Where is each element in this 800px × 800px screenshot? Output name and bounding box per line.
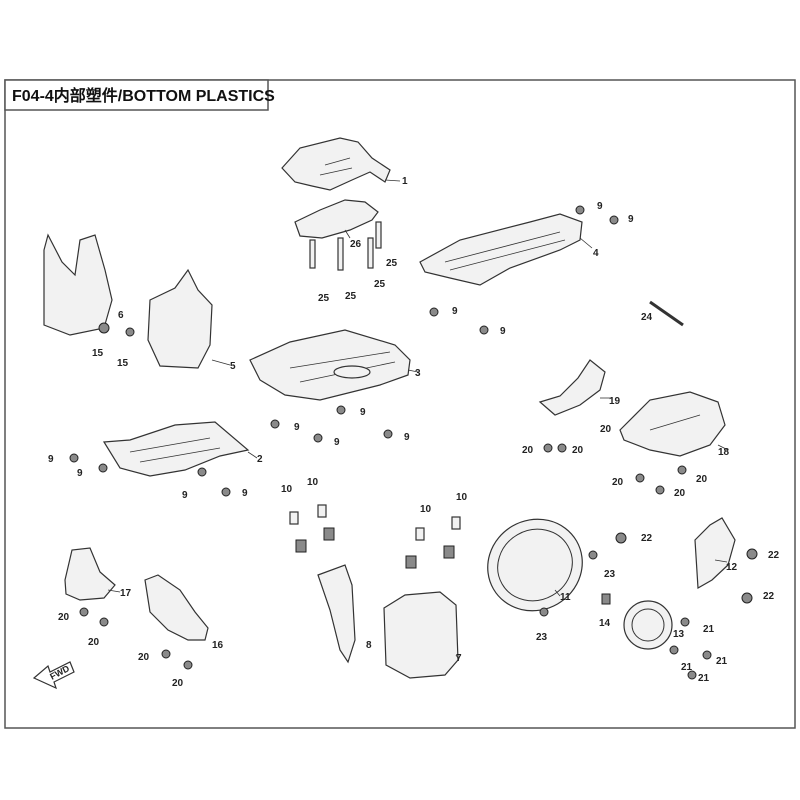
- callout-8: 8: [366, 640, 372, 651]
- callout-1: 1: [402, 176, 408, 187]
- callout-9c: 9: [452, 306, 458, 317]
- callout-9e: 9: [294, 422, 300, 433]
- callout-18: 18: [718, 447, 730, 458]
- callout-23a: 23: [604, 569, 616, 580]
- callout-2: 2: [257, 454, 263, 465]
- callout-20e: 20: [696, 474, 708, 485]
- part-26: 26 25 25 25 25: [294, 199, 398, 304]
- callout-24: 24: [641, 312, 653, 323]
- callout-20i: 20: [138, 652, 150, 663]
- callout-12: 12: [726, 562, 738, 573]
- part-2: 2 9 9 9 9: [48, 421, 263, 501]
- diagram-border: [4, 79, 796, 729]
- callout-9i: 9: [48, 454, 54, 465]
- callout-5: 5: [230, 361, 236, 372]
- part-8: 8: [317, 564, 372, 664]
- part-10-right: 10 10: [405, 492, 468, 569]
- callout-9h: 9: [404, 432, 410, 443]
- part-24: 24: [641, 300, 684, 327]
- callout-22b: 22: [768, 550, 780, 561]
- callout-9b: 9: [628, 214, 634, 225]
- callout-9l: 9: [242, 488, 248, 499]
- callout-9d: 9: [500, 326, 506, 337]
- part-3: 3 9 9 9 9: [249, 329, 421, 448]
- callout-20f: 20: [674, 488, 686, 499]
- callout-20b: 20: [522, 445, 534, 456]
- callout-10a: 10: [281, 484, 293, 495]
- fwd-arrow: FWD: [32, 661, 75, 690]
- part-11: 11 23 23 22 14: [487, 518, 653, 643]
- part-6: 6 15 15: [43, 233, 135, 369]
- part-4: 4 9 9 9 9: [419, 201, 634, 337]
- callout-10b: 10: [307, 477, 319, 488]
- callout-16: 16: [212, 640, 224, 651]
- callout-10d: 10: [456, 492, 468, 503]
- callout-20d: 20: [612, 477, 624, 488]
- part-18: 18 20 20 20: [612, 391, 730, 499]
- part-5: 5: [147, 268, 236, 372]
- callout-21a: 21: [703, 624, 715, 635]
- callout-13: 13: [673, 629, 685, 640]
- callout-3: 3: [415, 368, 421, 379]
- callout-20c: 20: [572, 445, 584, 456]
- callout-22a: 22: [641, 533, 653, 544]
- callout-23b: 23: [536, 632, 548, 643]
- callout-21b: 21: [681, 662, 693, 673]
- callout-9k: 9: [182, 490, 188, 501]
- part-7: 7: [383, 591, 462, 679]
- part-16: 16 20 20: [138, 574, 224, 689]
- callout-25a: 25: [318, 293, 330, 304]
- title-box: F04-4内部塑件/BOTTOM PLASTICS: [4, 79, 275, 111]
- callout-20j: 20: [172, 678, 184, 689]
- callout-21d: 21: [698, 673, 710, 684]
- callout-14: 14: [599, 618, 611, 629]
- part-1: 1: [281, 137, 408, 191]
- callout-9j: 9: [77, 468, 83, 479]
- callout-22c: 22: [763, 591, 775, 602]
- callout-26: 26: [350, 239, 362, 250]
- callout-9g: 9: [334, 437, 340, 448]
- callout-15a: 15: [92, 348, 104, 359]
- callout-17: 17: [120, 588, 132, 599]
- callout-20g: 20: [58, 612, 70, 623]
- part-19: 19 20 20 20: [522, 359, 621, 456]
- callout-25c: 25: [374, 279, 386, 290]
- callout-10c: 10: [420, 504, 432, 515]
- callout-15b: 15: [117, 358, 129, 369]
- callout-19: 19: [609, 396, 621, 407]
- callout-9a: 9: [597, 201, 603, 212]
- part-10-left: 10 10: [281, 477, 335, 553]
- callout-11: 11: [560, 592, 571, 603]
- callout-9f: 9: [360, 407, 366, 418]
- part-17: 17 20 20: [58, 547, 132, 648]
- callout-21c: 21: [716, 656, 728, 667]
- callout-25d: 25: [386, 258, 398, 269]
- callout-4: 4: [593, 248, 599, 259]
- callout-6: 6: [118, 310, 124, 321]
- diagram-title: F04-4内部塑件/BOTTOM PLASTICS: [12, 86, 275, 105]
- callout-7: 7: [456, 653, 462, 664]
- callout-20a: 20: [600, 424, 612, 435]
- part-13: 13 21 21 21 21: [623, 600, 728, 684]
- callout-25b: 25: [345, 291, 357, 302]
- callout-20h: 20: [88, 637, 100, 648]
- part-12: 12 22 22: [694, 517, 780, 604]
